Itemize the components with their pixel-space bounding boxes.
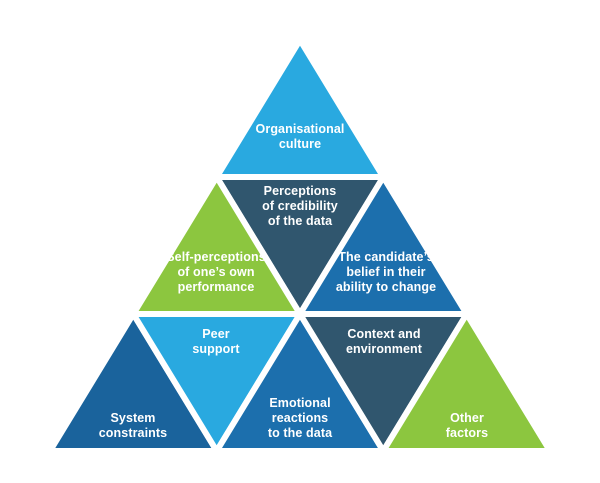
triangle-other-factors (380, 311, 553, 454)
triangle-organisational-culture (213, 37, 387, 180)
